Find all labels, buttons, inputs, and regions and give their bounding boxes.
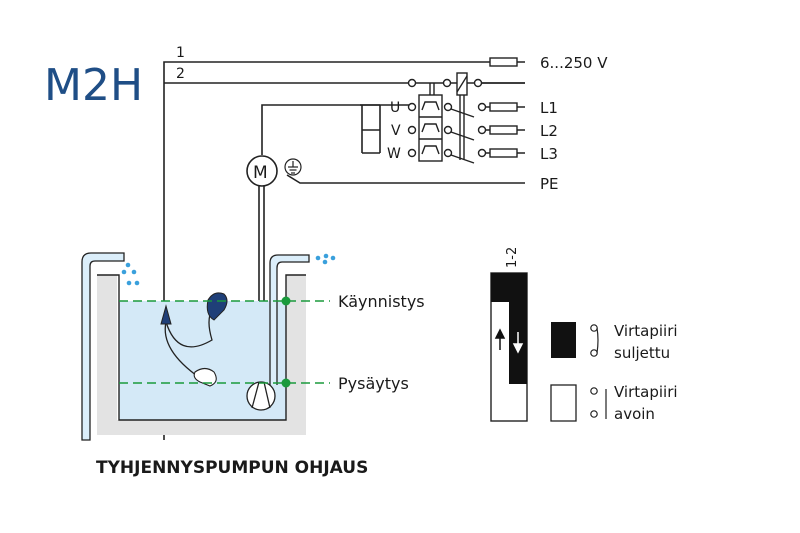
pit-wall-left	[97, 275, 117, 435]
overload-relay	[418, 94, 443, 162]
wire-1-label: 1	[176, 45, 185, 61]
diagram-caption: TYHJENNYSPUMPUN OHJAUS	[96, 458, 368, 478]
switch-state-chart: 1-2	[490, 247, 528, 422]
motor-feed-wire	[261, 104, 380, 155]
legend: Virtapiiri suljettu Virtapiiri avoin	[550, 322, 678, 423]
pump	[246, 381, 276, 411]
voltage-label: 6...250 V	[540, 54, 608, 72]
phase-l2-label: L2	[540, 122, 558, 140]
legend-closed-swatch	[551, 322, 576, 358]
legend-open-line1: Virtapiiri	[614, 383, 678, 401]
fuse-control	[489, 57, 518, 67]
arrow-down-icon	[512, 332, 524, 354]
float-weight	[160, 304, 172, 325]
float-cables	[164, 309, 213, 379]
inlet-pipe	[81, 252, 125, 441]
terminal-u: U	[390, 100, 400, 116]
wire-2-label: 2	[176, 66, 185, 82]
start-level-label: Käynnistys	[338, 292, 425, 311]
float-switch-up	[206, 292, 228, 321]
terminal-w: W	[387, 146, 401, 162]
open-contact-icon	[590, 387, 607, 419]
phase-l3-label: L3	[540, 145, 558, 163]
legend-closed-line1: Virtapiiri	[614, 322, 678, 340]
earth-ground-icon	[284, 158, 302, 176]
stop-level-label: Pysäytys	[338, 374, 409, 393]
contactor	[407, 72, 525, 164]
closed-region	[491, 273, 527, 384]
legend-open-swatch	[550, 384, 577, 422]
phase-l1-label: L1	[540, 99, 558, 117]
level-lines	[119, 300, 330, 384]
model-label: M2H	[44, 60, 143, 111]
pe-label: PE	[540, 175, 559, 193]
legend-open-line2: avoin	[614, 405, 655, 423]
pe-wire	[286, 174, 525, 184]
float-switch-down	[193, 367, 217, 387]
water-drops-icon	[121, 253, 336, 286]
motor-symbol	[246, 155, 278, 187]
start-level-dot	[281, 296, 291, 306]
outlet-pipe	[269, 254, 310, 385]
arrow-up-icon	[494, 328, 506, 350]
motor-label: M	[253, 163, 268, 183]
closed-contact-icon	[590, 324, 599, 357]
legend-closed-line2: suljettu	[614, 344, 670, 362]
switch-id-label: 1-2	[505, 247, 520, 268]
pit-wall-right	[286, 275, 306, 435]
terminal-v: V	[391, 123, 401, 139]
stop-level-dot	[281, 378, 291, 388]
